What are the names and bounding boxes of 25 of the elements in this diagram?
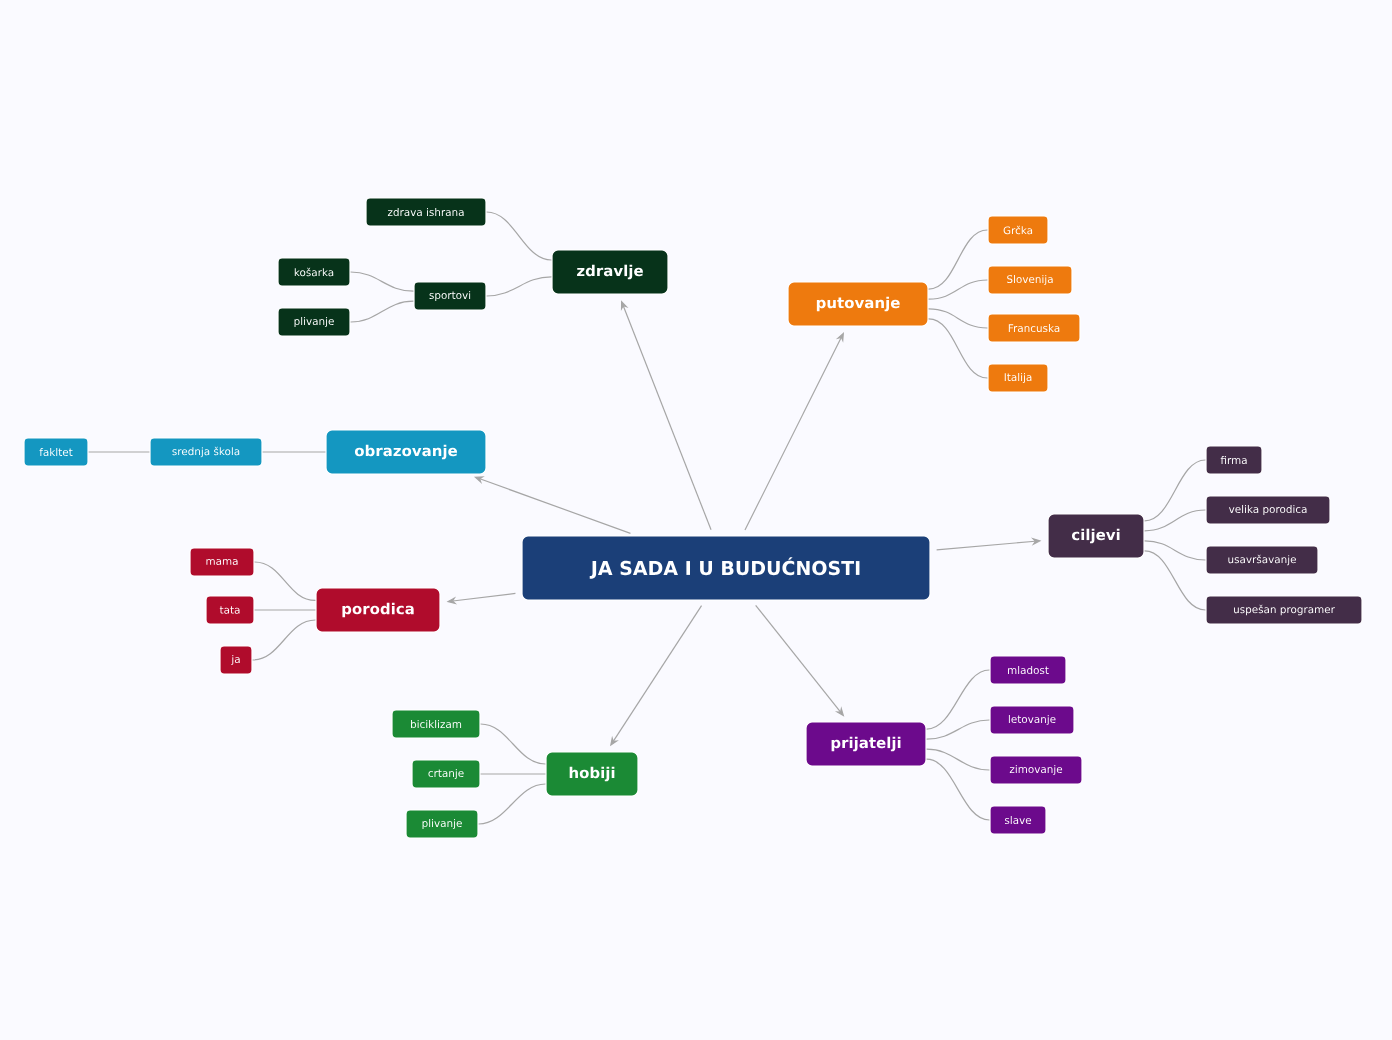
branch-line: [926, 669, 990, 730]
branch-line: [478, 783, 546, 825]
branch-line: [480, 723, 546, 765]
branch-line: [1144, 509, 1206, 532]
branch-line: [1144, 550, 1206, 611]
branch-line: [254, 561, 316, 601]
branch-line: [926, 719, 990, 740]
branch-line: [928, 229, 988, 290]
branch-line: [350, 300, 414, 323]
branch-line: [926, 748, 990, 771]
branch-line: [1144, 459, 1206, 522]
branch-line: [928, 308, 988, 329]
branch-line: [350, 271, 414, 292]
branch-line: [480, 773, 546, 775]
branch-line: [252, 619, 316, 661]
branch-line: [486, 276, 552, 297]
branch-line: [928, 318, 988, 379]
branch-line: [262, 451, 326, 453]
branch-line: [486, 211, 552, 261]
central-topic-box: JA SADA I U BUDUĆNOSTI: [521, 535, 931, 601]
branch-line: [254, 609, 316, 611]
branch-line: [926, 758, 990, 821]
branch-line: [928, 279, 988, 300]
branch-line: [1144, 540, 1206, 561]
branch-line: [88, 451, 150, 453]
